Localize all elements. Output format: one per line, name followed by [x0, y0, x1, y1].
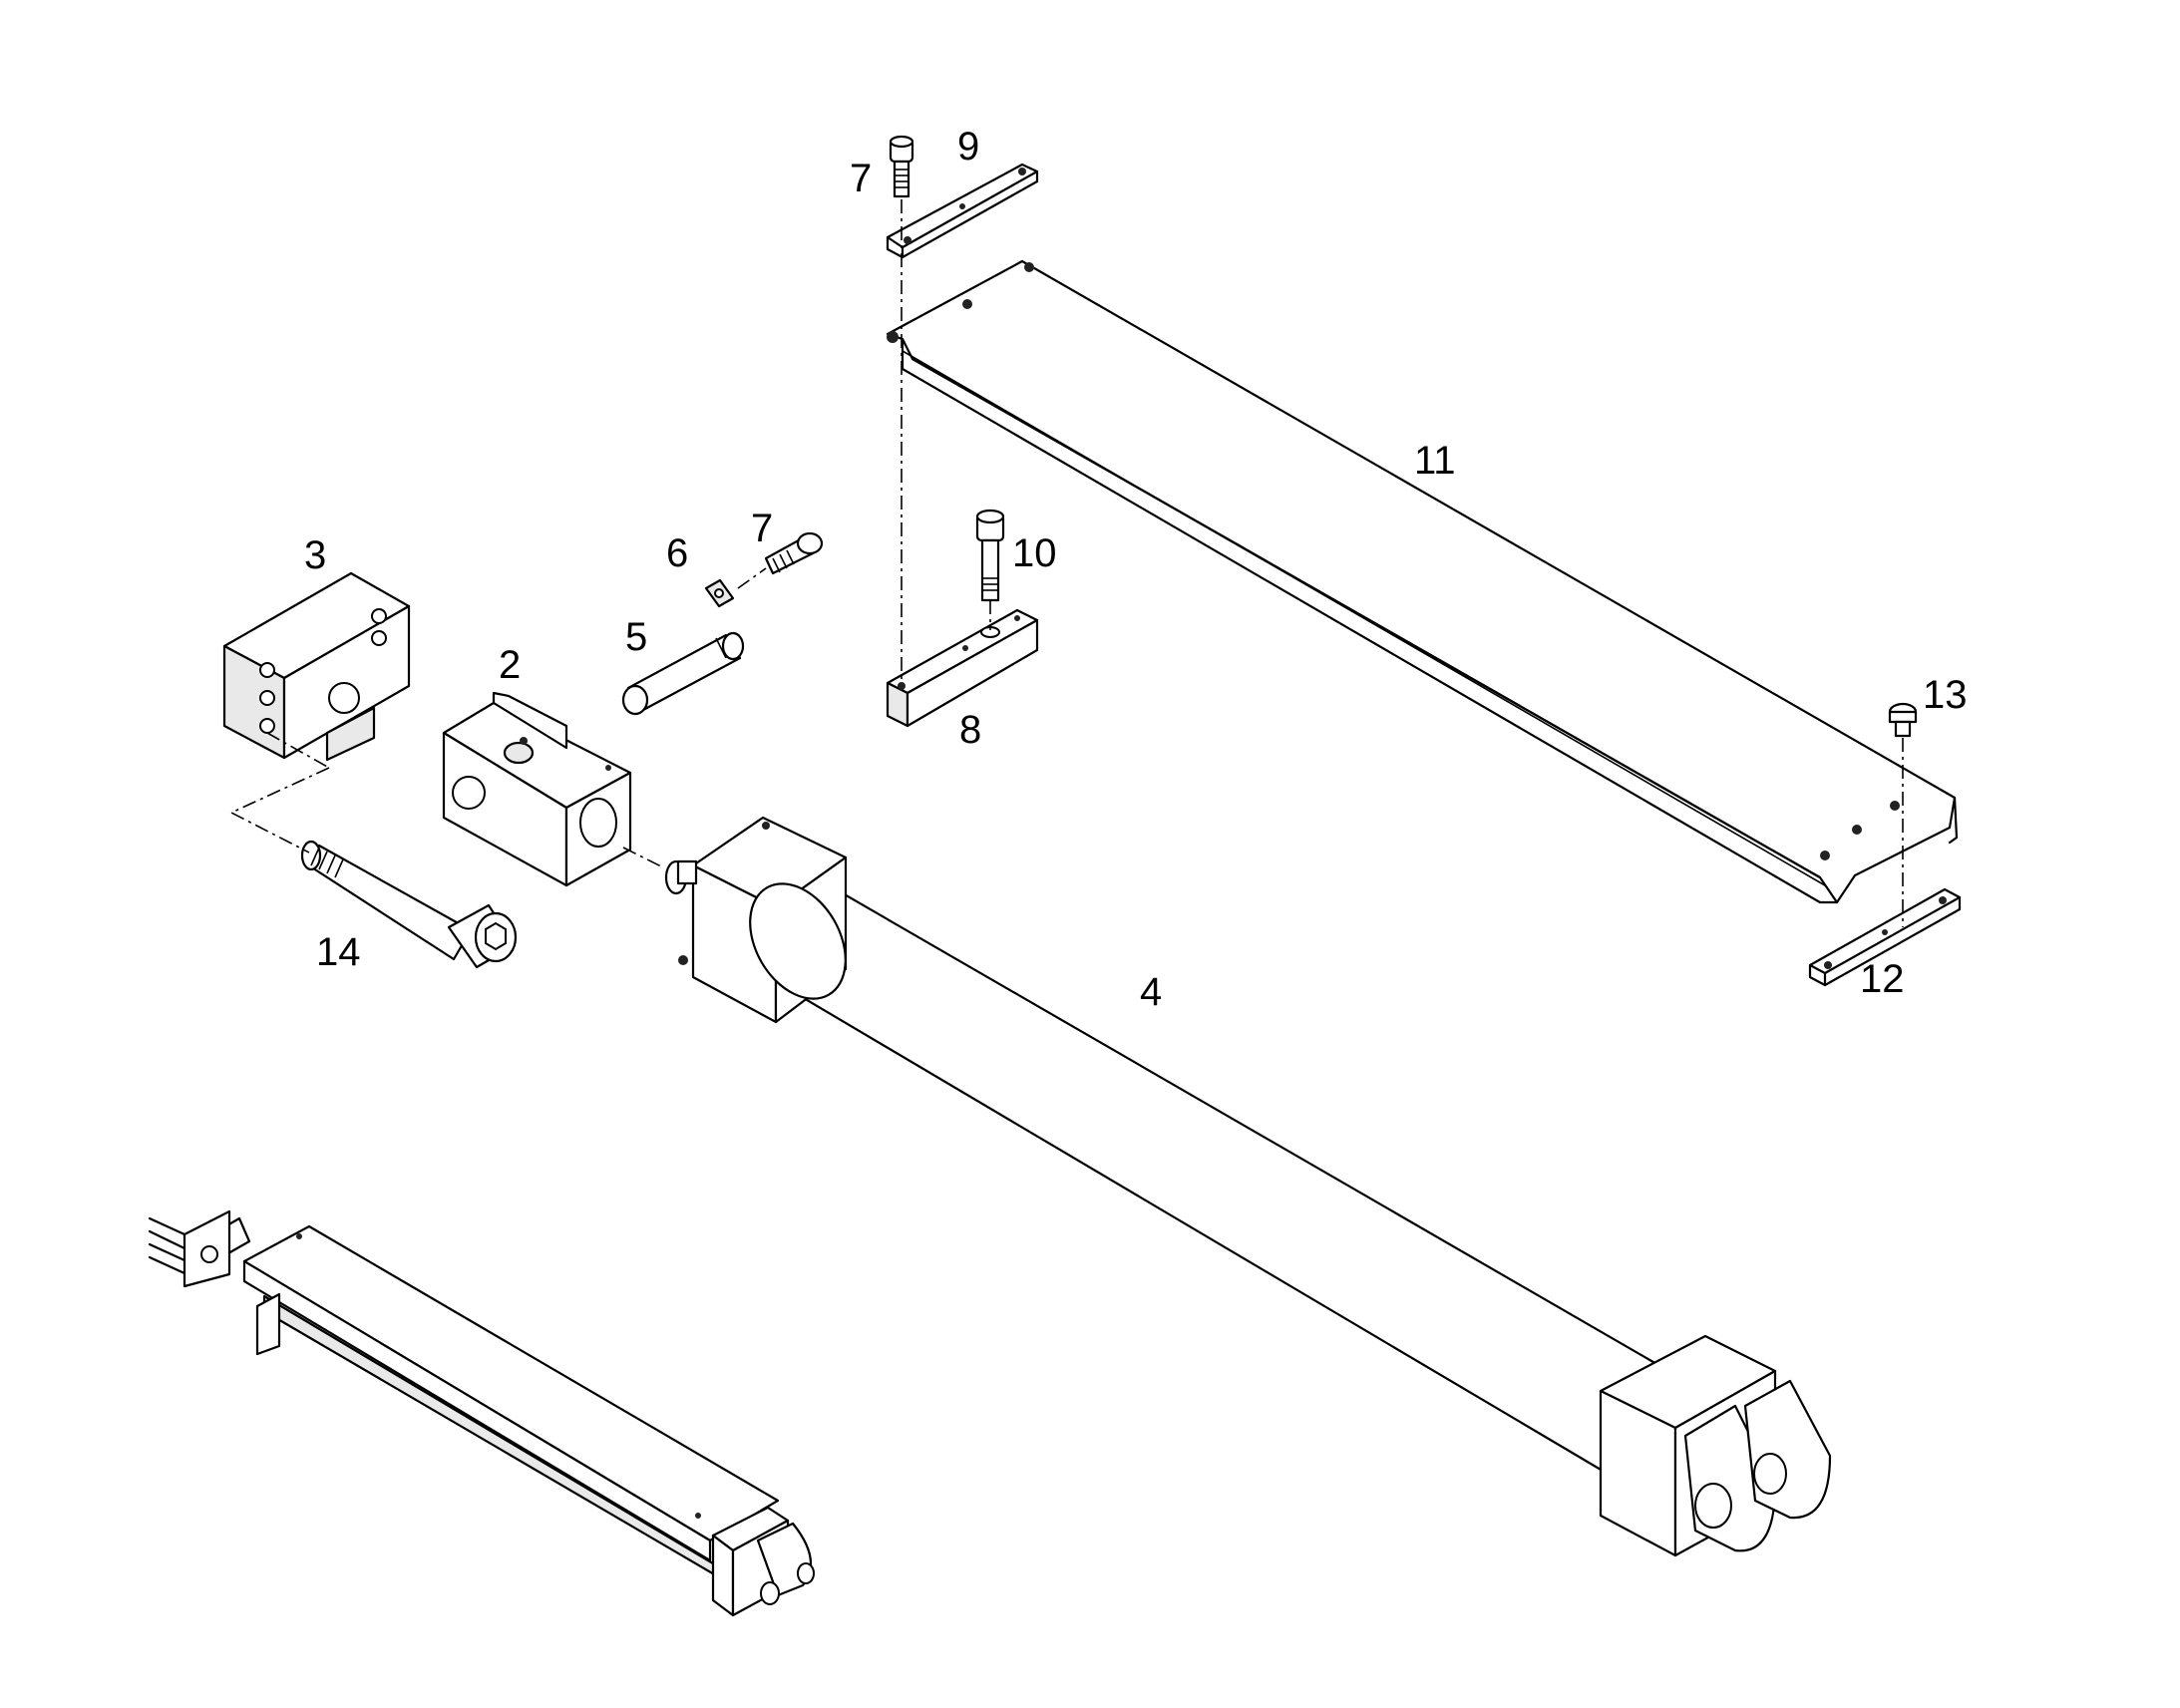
- label-part-14: 14: [316, 930, 361, 974]
- assembled-view-thumbnail: [148, 1209, 815, 1617]
- label-part-13: 13: [1923, 673, 1968, 717]
- label-part-3: 3: [304, 533, 326, 577]
- part-7-mid-screw[interactable]: [764, 531, 824, 575]
- part-5-pin[interactable]: [621, 631, 745, 716]
- label-part-5: 5: [625, 615, 647, 659]
- label-part-9: 9: [957, 125, 979, 169]
- part-labels: 2 3 4 5 6 7 7 8 9 10 11 12 13 14: [304, 125, 1968, 1014]
- part-8-clamp-bar[interactable]: [886, 608, 1039, 728]
- label-part-7-top: 7: [850, 157, 872, 200]
- label-part-10: 10: [1012, 531, 1057, 575]
- label-part-7-mid: 7: [751, 507, 773, 550]
- part-9-top-plate[interactable]: [886, 163, 1039, 259]
- part-7-top-screw[interactable]: [889, 135, 914, 198]
- part-6-square-nut[interactable]: [704, 578, 735, 608]
- part-13-bolt[interactable]: [1888, 702, 1918, 738]
- label-part-11: 11: [1414, 439, 1456, 483]
- part-4-cylinder[interactable]: [664, 816, 1832, 1557]
- label-part-12: 12: [1860, 957, 1905, 1001]
- part-14-cap-screw[interactable]: [300, 840, 518, 969]
- part-11-channel-cover[interactable]: [886, 259, 1959, 904]
- label-part-4: 4: [1140, 970, 1162, 1014]
- part-2-clevis-block[interactable]: [442, 691, 632, 887]
- part-3-bracket[interactable]: [222, 571, 411, 762]
- label-part-8: 8: [959, 708, 981, 752]
- label-part-6: 6: [666, 531, 688, 575]
- label-part-2: 2: [499, 643, 521, 687]
- part-12-bottom-plate[interactable]: [1808, 887, 1962, 987]
- assembly-axis-lines: [229, 199, 1904, 927]
- part-10-long-screw[interactable]: [975, 509, 1005, 602]
